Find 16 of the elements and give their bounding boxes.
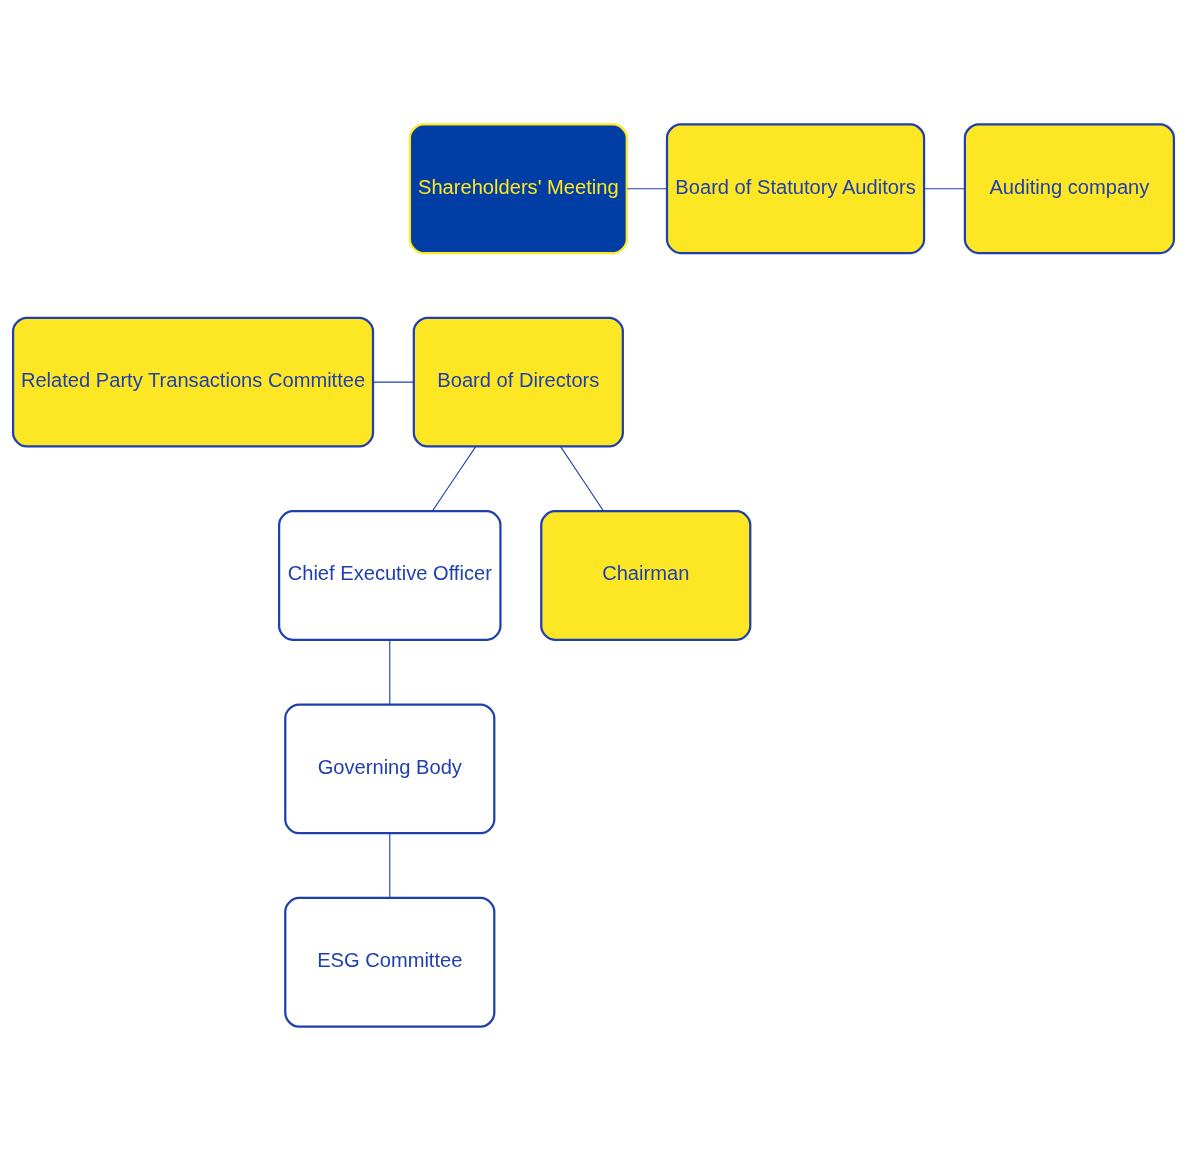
node-box: Chief Executive Officer [278,510,502,641]
node-box: Chairman [540,510,752,641]
connector [431,446,477,512]
node-box: Board of Statutory Auditors [665,123,926,255]
connector [372,381,415,383]
node-box: Related Party Transactions Committee [11,316,375,448]
connector [389,833,391,899]
connector [923,188,966,190]
connector [626,188,668,190]
node-box: Board of Directors [412,316,624,448]
node-box: Shareholders' Meeting [408,123,628,255]
node-box: Governing Body [284,703,496,835]
node-box: Auditing company [963,123,1176,255]
node-box: ESG Committee [284,896,496,1028]
connector [389,639,391,705]
connector [560,446,605,512]
